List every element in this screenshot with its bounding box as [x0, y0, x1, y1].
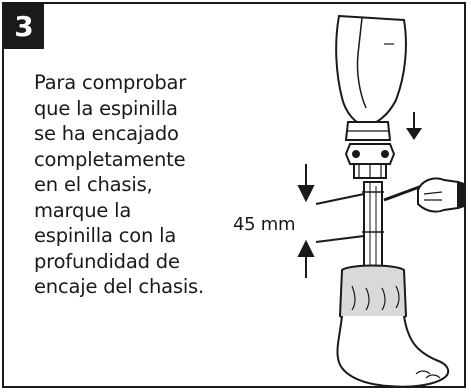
- step-number-badge: 3: [4, 4, 44, 49]
- down-arrow-icon: [406, 112, 422, 140]
- prosthetic-foot-icon: [336, 264, 450, 388]
- dimension-arrows-icon: [297, 164, 365, 278]
- instruction-panel: 3 Para comprobar que la espinilla se ha …: [2, 2, 466, 388]
- prosthesis-illustration: [297, 14, 465, 388]
- instruction-text: Para comprobar que la espinilla se ha en…: [34, 71, 204, 298]
- measurement-label: 45 mm: [233, 214, 296, 235]
- prosthetic-socket-icon: [335, 14, 407, 141]
- pylon-clamp-icon: [344, 143, 396, 179]
- marker-pen-hand-icon: [383, 177, 465, 213]
